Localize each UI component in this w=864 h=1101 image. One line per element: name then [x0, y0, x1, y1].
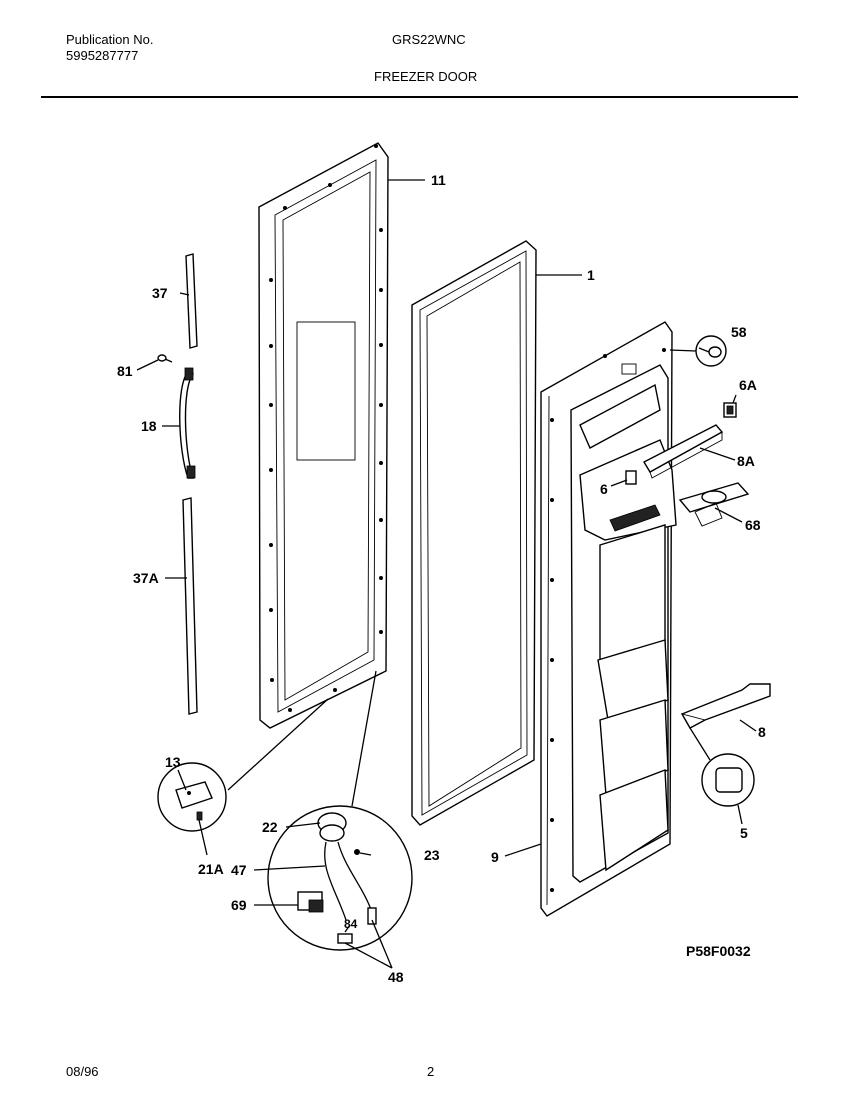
- callout-1: 1: [587, 267, 595, 283]
- callout-68: 68: [745, 517, 761, 533]
- callout-6a: 6A: [739, 377, 757, 393]
- callout-47: 47: [231, 862, 247, 878]
- handle-trim-upper: [185, 253, 198, 349]
- screw-58-detail: [695, 335, 727, 367]
- callout-13: 13: [165, 754, 181, 770]
- callout-84: 84: [344, 917, 358, 931]
- callout-48: 48: [388, 969, 404, 985]
- section-title: FREEZER DOOR: [374, 69, 478, 84]
- dispenser-paddle: [678, 482, 750, 527]
- door-gasket: [411, 240, 537, 826]
- callout-81: 81: [117, 363, 133, 379]
- shelf-bar-8: [680, 683, 771, 729]
- screw-81: [157, 354, 173, 363]
- clip-6a: [723, 402, 737, 418]
- callout-69: 69: [231, 897, 247, 913]
- leader-lines: [136, 179, 757, 969]
- model-number: GRS22WNC: [392, 32, 466, 47]
- door-handle: [179, 367, 196, 479]
- callout-22: 22: [262, 819, 278, 835]
- callout-23: 23: [424, 847, 440, 863]
- footer-page-number: 2: [427, 1064, 435, 1079]
- handle-trim-lower: [182, 497, 198, 715]
- footer-date: 08/96: [66, 1064, 99, 1079]
- bar-8a: [643, 424, 724, 479]
- callout-8a: 8A: [737, 453, 755, 469]
- callout-37a: 37A: [133, 570, 159, 586]
- door-outer-panel: [258, 142, 389, 729]
- door-inner-liner: [540, 321, 677, 917]
- callout-18: 18: [141, 418, 157, 434]
- publication-number: 5995287777: [66, 48, 139, 63]
- wiring-detail: [267, 805, 413, 951]
- callout-8: 8: [758, 724, 766, 740]
- clip-6: [625, 470, 637, 485]
- callout-9: 9: [491, 849, 499, 865]
- callout-58: 58: [731, 324, 747, 340]
- callout-5: 5: [740, 825, 748, 841]
- hinge-bracket-detail: [157, 762, 227, 832]
- callout-21a: 21A: [198, 861, 224, 877]
- publication-label: Publication No.: [66, 32, 154, 47]
- header-rule: [41, 96, 798, 98]
- callout-11: 11: [431, 172, 446, 188]
- callout-37: 37: [152, 285, 168, 301]
- cap-5-detail: [701, 753, 755, 807]
- callout-6: 6: [600, 481, 608, 497]
- figure-code: P58F0032: [686, 943, 751, 959]
